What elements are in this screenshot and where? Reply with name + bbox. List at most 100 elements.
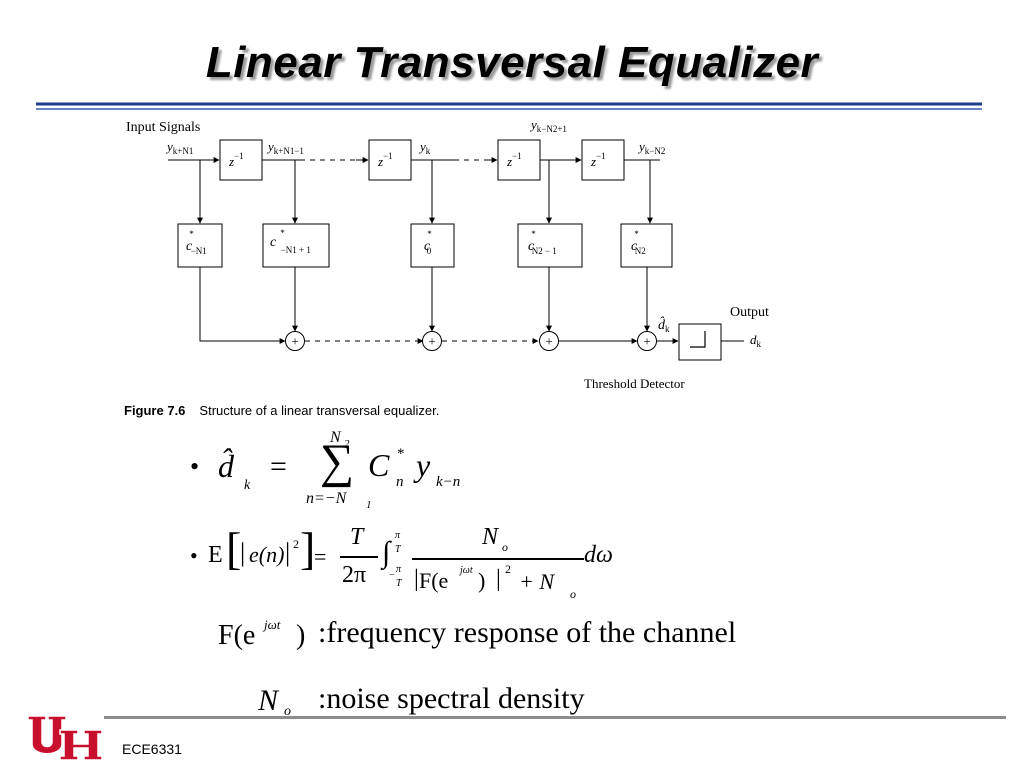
delay-box: z−1 (219, 139, 263, 181)
svg-text:+: + (545, 334, 552, 349)
svg-text:z−1: z−1 (590, 151, 606, 169)
adder: + (285, 331, 305, 351)
equalizer-diagram: Input Signals Output Threshold Detector … (126, 117, 769, 391)
tap-coefficient: c*N2 (620, 223, 673, 268)
slide-title: Linear Transversal Equalizer (205, 38, 819, 87)
signal-y-k-minus-n2-plus-1: yk−N2+1 (529, 117, 567, 134)
eq2-No-sub: o (502, 540, 508, 554)
def2-symbol: N (258, 684, 279, 717)
title-rule (36, 102, 982, 110)
eq2-main-frac-bar (412, 558, 584, 560)
figure-caption: Figure 7.6 Structure of a linear transver… (124, 403, 439, 418)
eq1-sum: ∑ (320, 435, 355, 488)
adder: + (422, 331, 442, 351)
def1-text: :frequency response of the channel (318, 616, 737, 649)
tap-coefficients: c*−N1 c*−N1 + 1 c*0 c*N2 − 1 c*N2 (177, 223, 673, 268)
svg-text:z−1: z−1 (228, 151, 244, 169)
signal-y-k: yk (418, 139, 431, 156)
eq2-den-No-sub: o (570, 587, 576, 601)
def1-exponent: jωt (264, 617, 281, 632)
signal-y-k-minus-n2: yk−N2 (637, 139, 665, 156)
tap-coefficient: c*−N1 (177, 223, 223, 268)
eq2-int-upper-num: π (395, 530, 401, 541)
delay-box: z−1 (497, 139, 541, 181)
eq1-upper: N (330, 429, 341, 446)
eq2-frac-bar (340, 556, 378, 558)
eq1-lower-sub: 1 (366, 499, 372, 511)
eq2-lbracket: [ (226, 523, 242, 574)
input-signals-label: Input Signals (126, 120, 200, 135)
eq1-c-sub: n (396, 474, 404, 490)
footer-rule (104, 716, 1006, 719)
svg-text:c*N2 − 1: c*N2 − 1 (528, 229, 557, 256)
svg-text:+: + (643, 334, 650, 349)
adder-wires (199, 267, 744, 344)
eq2-sq: 2 (293, 537, 299, 551)
eq2-abs-right: | (285, 538, 291, 567)
svg-text:+: + (291, 334, 298, 349)
eq1-lower: n=−N (306, 490, 347, 507)
bullet: • (190, 543, 198, 568)
signal-d-hat-k: d̂k (658, 316, 670, 334)
eq2-den-sq: 2 (505, 562, 511, 576)
eq1-equals: = (270, 450, 287, 483)
eq2-T: T (350, 524, 364, 550)
tap-coefficient: c*0 (410, 223, 455, 268)
adder: + (637, 331, 657, 351)
eq2-F: F(e (419, 568, 449, 593)
svg-text:z−1: z−1 (506, 151, 522, 169)
output-label: Output (730, 305, 769, 320)
bullet: • (190, 452, 200, 481)
eq2-equals: = (314, 544, 327, 569)
university-logo (27, 715, 103, 761)
signal-d-k: dk (750, 332, 762, 349)
def2-text: :noise spectral density (318, 682, 585, 715)
threshold-detector-label: Threshold Detector (584, 376, 685, 391)
eq1-dhat: d̂ (218, 448, 234, 484)
svg-text:c*−N1 + 1: c*−N1 + 1 (270, 228, 311, 255)
svg-text:c*0: c*0 (424, 229, 432, 256)
delay-box: z−1 (368, 139, 412, 181)
signal-y-k-plus-n1-minus-1: yk+N1−1 (266, 139, 304, 156)
eq1-upper-sub: 2 (344, 438, 350, 450)
eq2-rbracket: ] (300, 523, 316, 574)
eq1-c-sup: * (397, 446, 405, 462)
eq2-abs-right-den: | (496, 566, 501, 592)
figure-label: Figure 7.6 (124, 403, 186, 418)
eq2-int-upper-den: T (395, 544, 401, 555)
figure-caption-text: Structure of a linear transversal equali… (199, 403, 440, 418)
eq1-y: y (416, 447, 431, 483)
def1-close: ) (296, 620, 306, 651)
eq2-int-lower-num: π (396, 564, 402, 575)
threshold-detector (678, 323, 722, 361)
eq2-int-lower-den: T (396, 578, 402, 589)
eq2-integral: ∫ (382, 536, 391, 569)
tap-coefficient: c*N2 − 1 (517, 223, 583, 268)
eq2-F-exp: jωt (460, 565, 473, 576)
eq2-en: e(n) (249, 542, 285, 567)
eq2-E: E (208, 542, 223, 568)
eq2-2pi: 2π (342, 562, 367, 588)
svg-text:+: + (428, 334, 435, 349)
def2-sub: o (284, 704, 291, 719)
tap-coefficient: c*−N1 + 1 (262, 223, 330, 268)
eq1-y-sub: k−n (436, 474, 461, 490)
tap-wires (197, 160, 653, 224)
eq1-c: C (368, 447, 390, 483)
eq2-F-close: ) (478, 568, 486, 593)
eq2-domega: dω (584, 542, 613, 568)
svg-text:z−1: z−1 (377, 151, 393, 169)
delay-box: z−1 (581, 139, 625, 181)
footer-course: ECE6331 (122, 741, 182, 757)
adder: + (539, 331, 559, 351)
eq1-dhat-sub: k (244, 478, 251, 493)
eq2-No: N (482, 524, 499, 550)
eq2-int-minus: − (389, 570, 395, 581)
eq2-den-plus-No: + N (519, 569, 555, 594)
def1-symbol: F(e (218, 620, 256, 651)
svg-text:c*N2: c*N2 (631, 229, 646, 256)
delay-elements: z−1 z−1 z−1 z−1 (219, 139, 625, 181)
signal-y-k-plus-n1: yk+N1 (165, 139, 193, 156)
svg-text:c*−N1: c*−N1 (186, 229, 207, 256)
adders: + + + + (285, 331, 657, 351)
